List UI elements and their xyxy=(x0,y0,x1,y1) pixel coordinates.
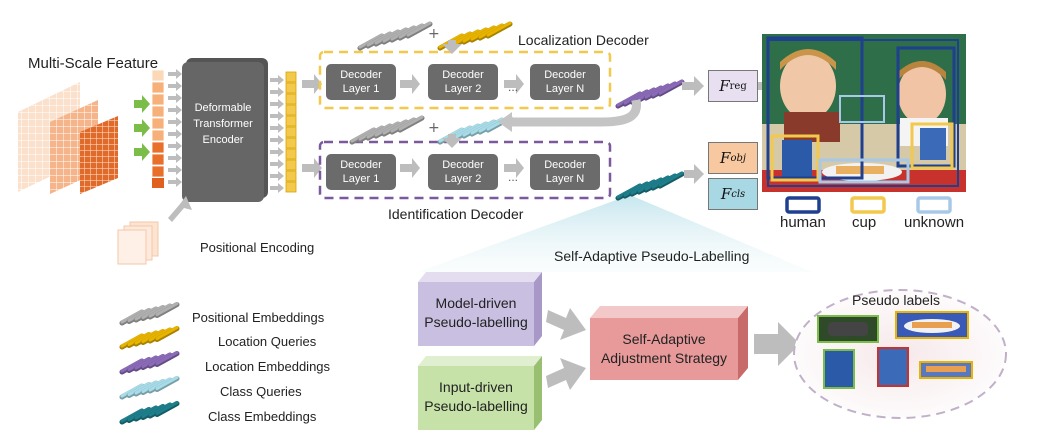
identification-decoder-layer-1: Decoder Layer 1 xyxy=(326,154,396,190)
localization-decoder-layer-2: Decoder Layer 2 xyxy=(428,64,498,100)
legend-positional-embeddings: Positional Embeddings xyxy=(192,310,325,325)
positional-encoding-icon xyxy=(117,221,159,265)
deformable-transformer-encoder xyxy=(182,58,268,202)
query-down-arrow xyxy=(442,134,462,148)
plus-icon: + xyxy=(428,120,440,136)
legend-location-embeddings: Location Embeddings xyxy=(205,359,331,374)
strategy-label: Self-Adaptive Adjustment Strategy xyxy=(600,331,728,366)
feed-cone xyxy=(418,195,812,272)
layer-ellipsis: ... xyxy=(508,80,519,94)
legend-icon-3 xyxy=(119,351,180,375)
image-legend-human: human xyxy=(780,214,826,231)
positional-embeddings-stack-mid xyxy=(349,115,425,145)
encoder-output-arrows xyxy=(270,75,284,193)
identification-decoder-layer-2: Decoder Layer 2 xyxy=(428,154,498,190)
pseudo-panel-arrows xyxy=(546,308,800,390)
encoder-input-arrows xyxy=(168,69,182,187)
legend-icons xyxy=(119,302,180,425)
input-driven-label: Input-driven Pseudo-labelling xyxy=(424,379,528,414)
feedback-arrowhead xyxy=(498,112,512,132)
feedback-arrow xyxy=(510,99,641,127)
identification-decoder-label: Identification Decoder xyxy=(388,206,524,222)
detection-image xyxy=(762,34,966,192)
pseudo-label-thumbnails xyxy=(817,311,973,389)
image-legend-unknown: unknown xyxy=(904,214,965,231)
f-obj-sub: obj xyxy=(730,152,746,164)
positional-encoding-arrow xyxy=(168,196,192,222)
multi-scale-feature-maps xyxy=(18,82,118,194)
legend-class-queries: Class Queries xyxy=(220,384,302,399)
plus-icon: + xyxy=(428,26,440,42)
f-cls-sub: cls xyxy=(731,188,746,200)
legend-icon-2 xyxy=(119,326,180,350)
green-arrows xyxy=(134,95,150,161)
legend-icon-1 xyxy=(119,302,180,326)
column-to-decoder-arrows xyxy=(302,74,322,178)
legend-location-queries: Location Queries xyxy=(218,334,317,349)
localization-decoder-layer-1: Decoder Layer 1 xyxy=(326,64,396,100)
f-cls-base: F xyxy=(720,185,732,203)
model-driven-label: Model-driven Pseudo-labelling xyxy=(424,295,528,330)
encoder-label: Deformable Transformer Encoder xyxy=(193,102,253,146)
f-reg-base: F xyxy=(719,77,730,95)
legend-icon-5 xyxy=(119,401,180,425)
multi-scale-feature-label: Multi-Scale Feature xyxy=(28,55,159,72)
f-reg-sub: reg xyxy=(729,80,747,92)
identification-decoder-layer-n: Decoder Layer N xyxy=(530,154,600,190)
localization-decoder-box xyxy=(318,50,612,110)
identification-decoder-box xyxy=(318,140,612,200)
positional-encoding-label: Positional Encoding xyxy=(200,240,315,255)
legend-class-embeddings: Class Embeddings xyxy=(208,409,317,424)
layer-arrows xyxy=(400,74,524,178)
positional-embeddings-stack-top xyxy=(357,21,433,51)
layer-ellipsis: ... xyxy=(508,170,519,184)
image-legend-swatches xyxy=(785,196,952,214)
f-obj-base: F xyxy=(720,149,731,167)
input-driven-block xyxy=(418,356,542,430)
location-queries-stack xyxy=(437,21,513,51)
adjustment-strategy-block xyxy=(590,306,748,380)
image-legend-cup: cup xyxy=(852,214,877,231)
model-driven-block xyxy=(418,272,542,346)
pseudo-labels-title: Pseudo labels xyxy=(852,292,940,308)
encoder-output-column xyxy=(285,71,297,193)
class-embeddings-output xyxy=(615,171,685,201)
location-embeddings-output xyxy=(615,79,685,109)
self-adaptive-title: Self-Adaptive Pseudo-Labelling xyxy=(554,248,750,264)
query-down-arrow xyxy=(442,40,462,54)
localization-decoder-label: Localization Decoder xyxy=(518,32,649,48)
legend-icon-4 xyxy=(119,376,180,400)
localization-decoder-layer-n: Decoder Layer N xyxy=(530,64,600,100)
feature-token-column xyxy=(151,69,165,188)
